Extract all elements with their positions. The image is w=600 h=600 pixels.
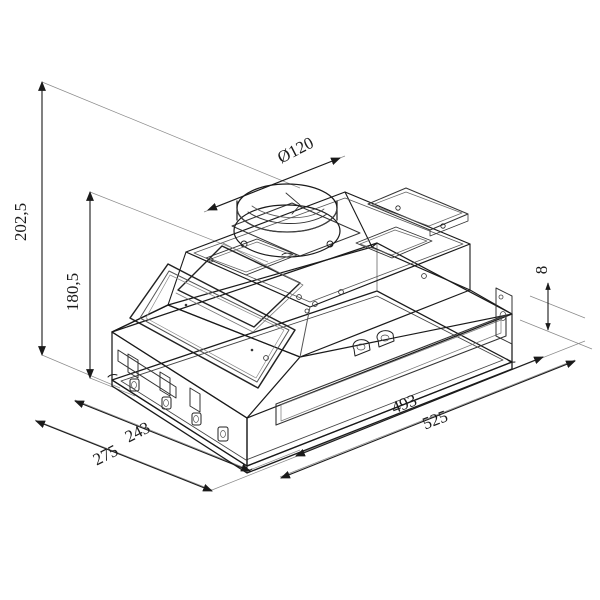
ext-right-bot <box>519 319 593 350</box>
left-side-recess <box>117 349 177 399</box>
label-flange-thickness: 8 <box>532 266 551 275</box>
dim-arrow-duct-diameter <box>207 157 341 211</box>
spring-clips <box>127 353 229 442</box>
front-recess-panel <box>275 314 507 426</box>
rear-bracket <box>367 187 469 237</box>
label-height-body: 180,5 <box>63 273 82 311</box>
deck-recesses <box>205 226 433 276</box>
right-end-bracket <box>495 287 513 345</box>
range-hood-body <box>107 183 516 474</box>
dim-arrow-width-overall <box>280 360 576 479</box>
filter-inner <box>139 270 290 383</box>
filter-outer <box>129 263 296 389</box>
damper-hinge <box>285 192 301 215</box>
hood-top-deck <box>167 191 471 358</box>
control-buttons <box>352 330 395 357</box>
ext-right-top <box>529 295 586 319</box>
ext-line-body-top <box>89 191 269 263</box>
fasteners <box>208 257 427 361</box>
grease-filter-panel <box>129 242 304 389</box>
dim-arrow-depth-overall <box>35 420 213 492</box>
ext-line-base-left <box>41 354 121 389</box>
label-height-overall: 202,5 <box>11 203 30 241</box>
damper-flap <box>247 211 328 224</box>
